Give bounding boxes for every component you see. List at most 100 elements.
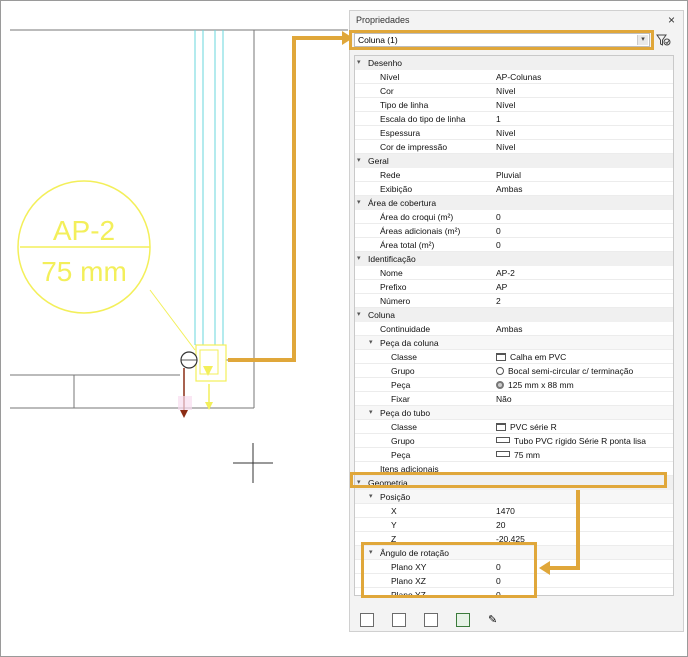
chevron-down-icon[interactable]: ▾ — [369, 339, 373, 346]
property-value[interactable]: AP-Colunas — [496, 70, 541, 84]
chevron-down-icon[interactable]: ▾ — [357, 255, 361, 262]
property-row[interactable]: Áreas adicionais (m²)0 — [355, 224, 673, 238]
property-row[interactable]: Continuidade Ambas — [355, 322, 673, 336]
highlight-selector — [349, 30, 654, 50]
property-value[interactable]: -20.425 — [496, 532, 525, 546]
grid-tool-icon[interactable] — [424, 613, 438, 627]
property-value[interactable]: 0 — [496, 560, 501, 574]
property-row[interactable]: Área do croqui (m²)0 — [355, 210, 673, 224]
property-value[interactable]: 2 — [496, 294, 501, 308]
category-row[interactable]: ▾Identificação — [355, 252, 673, 266]
column-tag[interactable]: AP-2 75 mm — [17, 180, 196, 351]
subcategory-row[interactable]: ▾Peça do tubo — [355, 406, 673, 420]
property-value[interactable]: Pluvial — [496, 168, 521, 182]
property-value-text: 0 — [496, 240, 501, 250]
chevron-down-icon[interactable]: ▾ — [369, 493, 373, 500]
property-value[interactable]: Bocal semi-circular c/ terminação — [496, 364, 633, 378]
property-value[interactable]: Ambas — [496, 322, 522, 336]
property-value[interactable]: Não — [496, 392, 512, 406]
subcategory-row[interactable]: ▾Posição — [355, 490, 673, 504]
layer-tool-icon[interactable] — [360, 613, 374, 627]
selector-value: Coluna (1) — [358, 35, 398, 45]
property-value[interactable]: 20 — [496, 518, 505, 532]
property-value[interactable]: 125 mm x 88 mm — [496, 378, 574, 392]
property-value[interactable]: 0 — [496, 588, 501, 595]
chevron-down-icon[interactable]: ▾ — [357, 311, 361, 318]
category-row[interactable]: ▾Desenho — [355, 56, 673, 70]
property-value-text: Nível — [496, 128, 516, 138]
category-row[interactable]: ▾Coluna — [355, 308, 673, 322]
circle-target-icon — [496, 367, 504, 375]
property-value[interactable]: 0 — [496, 210, 501, 224]
property-value-text: 2 — [496, 296, 501, 306]
tag-name: AP-2 — [53, 215, 115, 246]
check-tool-icon[interactable] — [456, 613, 470, 627]
property-value[interactable]: Nível — [496, 140, 515, 154]
property-value[interactable]: 0 — [496, 574, 501, 588]
property-key: Nome — [380, 268, 403, 278]
property-value[interactable]: Tubo PVC rígido Série R ponta lisa — [496, 434, 646, 448]
chevron-down-icon[interactable]: ▾ — [637, 35, 648, 45]
property-value[interactable]: 0 — [496, 224, 501, 238]
property-key: Área de cobertura — [368, 198, 437, 208]
property-key: Peça da coluna — [380, 338, 439, 348]
chevron-down-icon[interactable]: ▾ — [357, 479, 361, 486]
chevron-down-icon[interactable]: ▾ — [369, 549, 373, 556]
property-value[interactable]: 0 — [496, 238, 501, 252]
category-row[interactable]: ▾Geral — [355, 154, 673, 168]
chevron-down-icon[interactable]: ▾ — [369, 409, 373, 416]
property-value[interactable]: 75 mm — [496, 448, 540, 462]
property-value[interactable]: Calha em PVC — [496, 350, 566, 364]
property-row[interactable]: Escala do tipo de linha 1 — [355, 112, 673, 126]
object-selector[interactable]: Coluna (1) ▾ — [354, 33, 650, 47]
subcategory-row[interactable]: ▾Ângulo de rotação — [355, 546, 673, 560]
property-key: Escala do tipo de linha — [380, 114, 466, 124]
chevron-down-icon[interactable]: ▾ — [357, 199, 361, 206]
property-value-text: 1470 — [496, 506, 515, 516]
category-row[interactable]: ▾ Área de cobertura — [355, 196, 673, 210]
property-value[interactable]: Nível — [496, 98, 515, 112]
property-value[interactable]: 1470 — [496, 504, 515, 518]
property-row[interactable]: Nome AP-2 — [355, 266, 673, 280]
close-icon[interactable]: × — [667, 13, 675, 27]
property-key: Continuidade — [380, 324, 431, 334]
property-value[interactable]: Nível — [496, 126, 515, 140]
selected-column[interactable] — [178, 344, 227, 418]
property-value[interactable]: 1 — [496, 112, 501, 126]
chevron-down-icon[interactable]: ▾ — [357, 59, 361, 66]
filter-icon[interactable] — [655, 32, 671, 48]
property-value[interactable]: AP-2 — [496, 266, 515, 280]
property-value[interactable]: Ambas — [496, 182, 522, 196]
subcategory-row[interactable]: ▾ Peça da coluna — [355, 336, 673, 350]
property-row[interactable]: Área total (m²)0 — [355, 238, 673, 252]
property-value[interactable]: PVC série R — [496, 420, 557, 434]
property-value[interactable]: AP — [496, 280, 507, 294]
property-key: Z — [391, 534, 397, 544]
property-value[interactable]: Nível — [496, 84, 515, 98]
chevron-down-icon[interactable]: ▾ — [357, 157, 361, 164]
view-tool-icon[interactable] — [392, 613, 406, 627]
pin-tool-icon[interactable]: ✎ — [488, 614, 498, 626]
